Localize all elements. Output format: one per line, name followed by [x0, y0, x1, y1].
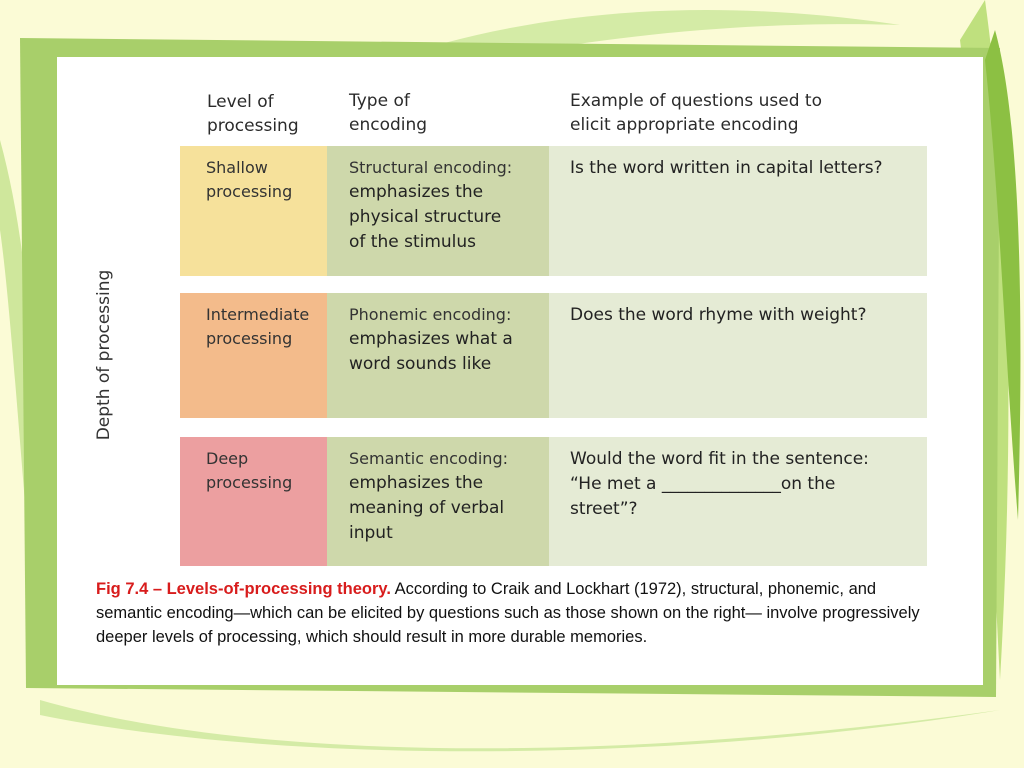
- encoding-cell: Phonemic encoding: emphasizes what a wor…: [327, 293, 549, 418]
- question-cell: Does the word rhyme with weight?: [549, 293, 927, 418]
- encoding-description: emphasizes what a word sounds like: [349, 329, 513, 374]
- encoding-name: Phonemic encoding:: [349, 305, 512, 324]
- question-cell: Is the word written in capital letters?: [549, 146, 927, 276]
- header-level: Level of processing: [207, 92, 299, 136]
- encoding-name: Structural encoding:: [349, 158, 513, 177]
- row-deep: Deep processing Semantic encoding: empha…: [180, 437, 927, 566]
- row-intermediate: Intermediate processing Phonemic encodin…: [180, 293, 927, 418]
- row-shallow: Shallow processing Structural encoding: …: [180, 146, 927, 276]
- encoding-description: emphasizes the meaning of verbal input: [349, 473, 505, 543]
- level-cell: Deep processing: [180, 437, 327, 566]
- caption-body: According to Craik and Lockhart (1972), …: [96, 580, 920, 646]
- frame-leaf-right: [985, 30, 1021, 520]
- level-cell: Intermediate processing: [180, 293, 327, 418]
- figure-caption: Fig 7.4 – Levels-of-processing theory. A…: [96, 577, 946, 649]
- level-cell: Shallow processing: [180, 146, 327, 276]
- question-cell: Would the word fit in the sentence: “He …: [549, 437, 927, 566]
- encoding-description: emphasizes the physical structure of the…: [349, 182, 502, 252]
- encoding-name: Semantic encoding:: [349, 449, 508, 468]
- encoding-cell: Structural encoding: emphasizes the phys…: [327, 146, 549, 276]
- depth-axis-label: Depth of processing: [94, 269, 114, 441]
- encoding-cell: Semantic encoding: emphasizes the meanin…: [327, 437, 549, 566]
- header-type: Type of encoding: [349, 91, 428, 135]
- caption-title: Fig 7.4 – Levels-of-processing theory.: [96, 580, 391, 598]
- swoosh-bottom: [40, 700, 1000, 752]
- header-example: Example of questions used to elicit appr…: [570, 91, 823, 135]
